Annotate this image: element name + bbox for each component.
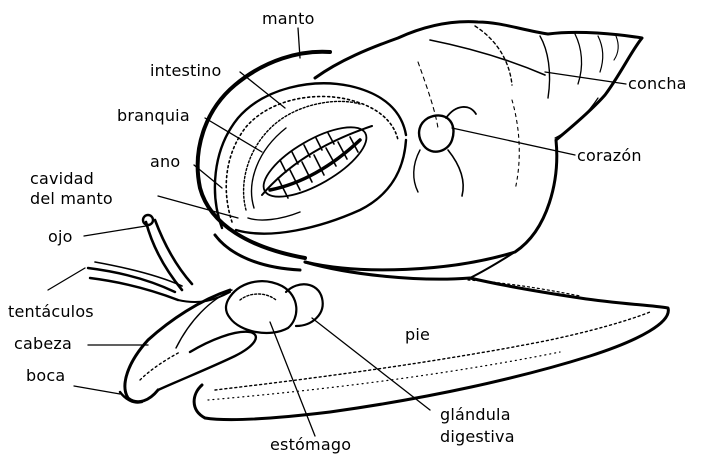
label-intestino: intestino bbox=[150, 62, 222, 80]
label-glandula-line2: digestiva bbox=[440, 428, 515, 446]
label-corazon: corazón bbox=[577, 147, 642, 165]
label-branquia: branquia bbox=[117, 107, 190, 125]
leader-ojo bbox=[84, 226, 146, 236]
label-ojo: ojo bbox=[48, 228, 73, 246]
stomach-drawing bbox=[226, 281, 323, 333]
label-tentaculos: tentáculos bbox=[8, 303, 94, 321]
leader-boca bbox=[74, 386, 120, 394]
label-cavidad-line1: cavidad bbox=[30, 170, 94, 188]
leader-concha bbox=[545, 72, 626, 84]
foot-drawing bbox=[194, 252, 668, 420]
gill-drawing bbox=[254, 114, 376, 210]
label-glandula-line1: glándula bbox=[440, 406, 511, 424]
tentacle-drawing bbox=[88, 215, 230, 302]
head-drawing bbox=[120, 290, 256, 403]
label-concha: concha bbox=[628, 75, 687, 93]
leader-cavidad bbox=[158, 196, 238, 218]
label-cabeza: cabeza bbox=[14, 335, 72, 353]
leader-lines bbox=[48, 28, 626, 436]
heart-drawing bbox=[414, 107, 476, 196]
label-cavidad-line2: del manto bbox=[30, 190, 113, 208]
label-manto: manto bbox=[262, 10, 315, 28]
leader-tentaculos bbox=[48, 268, 85, 290]
label-ano: ano bbox=[150, 153, 180, 171]
label-pie: pie bbox=[405, 326, 430, 344]
label-estomago: estómago bbox=[270, 436, 351, 454]
label-boca: boca bbox=[26, 367, 65, 385]
